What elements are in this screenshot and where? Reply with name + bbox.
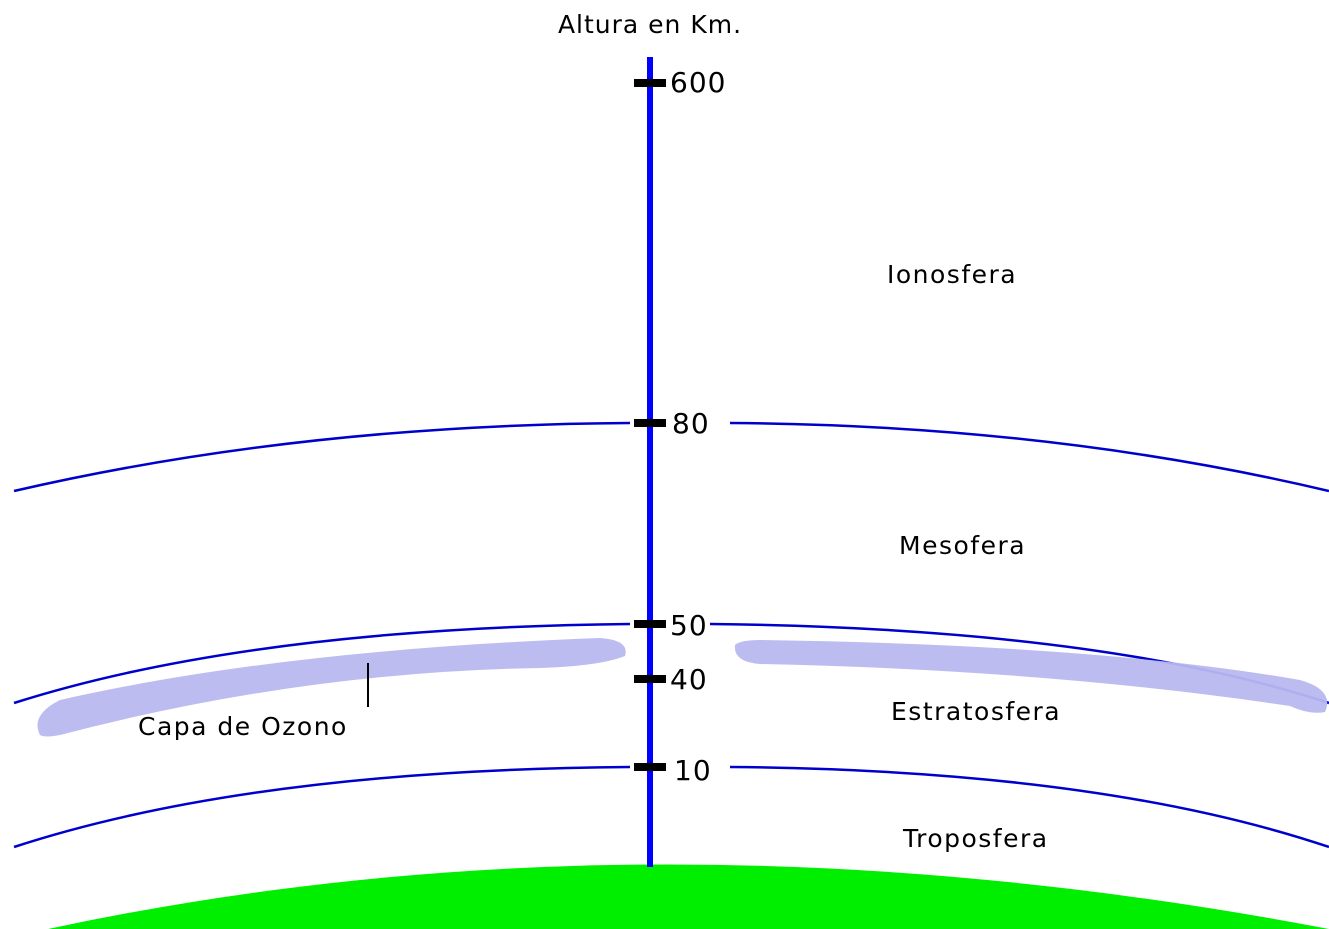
boundary-10km-right xyxy=(729,765,1329,849)
axis-title: Altura en Km. xyxy=(558,10,742,39)
tick-label-80: 80 xyxy=(672,407,710,440)
layer-label-estratosfera: Estratosfera xyxy=(891,697,1061,726)
layer-label-mesofera: Mesofera xyxy=(899,531,1026,560)
tick-mark-10 xyxy=(634,763,666,771)
layer-label-troposfera: Troposfera xyxy=(902,824,1049,853)
tick-mark-40 xyxy=(634,675,666,683)
tick-label-50: 50 xyxy=(670,609,708,642)
boundary-50km-left xyxy=(13,622,631,705)
tick-mark-600 xyxy=(634,79,666,87)
tick-mark-80 xyxy=(634,419,666,427)
boundary-80km-right xyxy=(729,421,1329,493)
boundary-80km-left xyxy=(13,421,631,493)
tick-mark-50 xyxy=(634,620,666,628)
ozone-band-right xyxy=(734,640,1328,713)
boundary-10km-left xyxy=(13,765,631,849)
tick-label-40: 40 xyxy=(670,663,708,696)
earth-ground xyxy=(48,864,1329,929)
ozone-band-left xyxy=(37,638,626,737)
tick-label-10: 10 xyxy=(674,754,712,787)
ozone-layer-label: Capa de Ozono xyxy=(138,712,348,741)
tick-label-600: 600 xyxy=(670,66,726,99)
layer-label-ionosfera: Ionosfera xyxy=(887,260,1017,289)
ozone-layer xyxy=(37,638,1328,737)
